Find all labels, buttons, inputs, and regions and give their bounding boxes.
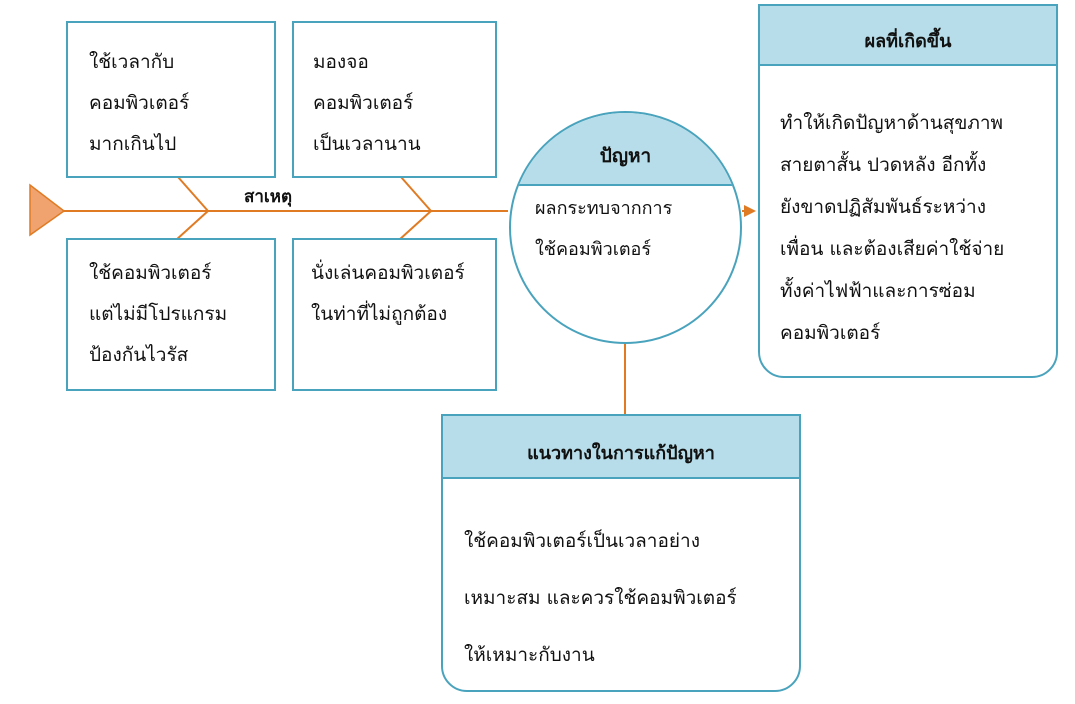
solution-panel: แนวทางในการแก้ปัญหา ใช้คอมพิวเตอร์เป็นเว… (441, 414, 801, 692)
result-panel: ผลที่เกิดขึ้น ทำให้เกิดปัญหาด้านสุขภาพ ส… (758, 4, 1058, 378)
spine-label: สาเหตุ (244, 187, 292, 207)
solution-title: แนวทางในการแก้ปัญหา (443, 416, 799, 479)
result-arrow-icon (744, 205, 756, 217)
problem-circle: ปัญหา ผลกระทบจากการ ใช้คอมพิวเตอร์ (509, 111, 742, 344)
problem-text: ผลกระทบจากการ ใช้คอมพิวเตอร์ (535, 198, 673, 260)
result-title: ผลที่เกิดขึ้น (760, 6, 1056, 66)
cause-box-1: ใช้เวลากับ คอมพิวเตอร์ มากเกินไป (66, 21, 276, 178)
cause-text-1: ใช้เวลากับ คอมพิวเตอร์ มากเกินไป (89, 51, 190, 155)
problem-title: ปัญหา (599, 145, 652, 167)
bone-line-4 (398, 210, 432, 241)
cause-text-3: ใช้คอมพิวเตอร์ แต่ไม่มีโปรแกรม ป้องกันไว… (89, 262, 228, 366)
cause-box-4: นั่งเล่นคอมพิวเตอร์ ในท่าที่ไม่ถูกต้อง (292, 238, 497, 391)
cause-text-2: มองจอ คอมพิวเตอร์ เป็นเวลานาน (313, 51, 421, 155)
bone-line-2 (400, 176, 432, 212)
problem-cap (511, 113, 740, 186)
cause-text-4: นั่งเล่นคอมพิวเตอร์ ในท่าที่ไม่ถูกต้อง (311, 262, 465, 325)
solution-text: ใช้คอมพิวเตอร์เป็นเวลาอย่าง เหมาะสม และค… (464, 530, 737, 666)
result-text: ทำให้เกิดปัญหาด้านสุขภาพ สายตาสั้น ปวดหล… (780, 112, 1005, 344)
bone-line-3 (175, 210, 209, 241)
bone-line-1 (177, 176, 209, 212)
cause-box-2: มองจอ คอมพิวเตอร์ เป็นเวลานาน (292, 21, 497, 178)
spine-tail-icon (29, 183, 66, 237)
cause-box-3: ใช้คอมพิวเตอร์ แต่ไม่มีโปรแกรม ป้องกันไว… (66, 238, 276, 391)
